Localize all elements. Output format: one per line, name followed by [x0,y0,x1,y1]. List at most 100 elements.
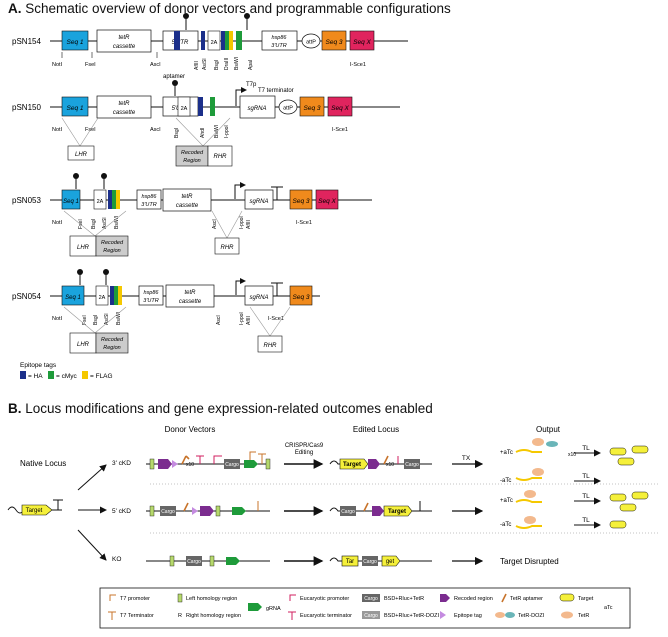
legend-tetrdozi: TetR-DOZI [518,613,545,619]
legend-aptamer: TetR aptamer [510,596,543,602]
native-target: Target [26,508,43,514]
row-3ckd: 3' cKD [112,460,131,467]
panel-b-title: Locus modifications and gene expression-… [25,401,433,416]
legend-eup: Eucaryotic promoter [300,596,349,602]
utr5-label: 5'UTR [172,40,189,46]
twoA-label: 2A [211,40,218,46]
seqx-label: Seq X [331,105,349,112]
cassette-text: cassette [113,44,136,50]
utr3-label: 3'UTR [143,298,158,304]
site-bsgi: BsgI [93,315,99,325]
vector-name: pSN154 [12,37,41,46]
site-asci: AscI [216,315,222,325]
panel-b-diagram: Donor Vectors Edited Locus Output Native… [7,425,660,629]
edited-ko: Tar Cargo get [329,555,432,567]
attp-label: attP [283,106,293,112]
site-bsgi: BsgI [91,219,97,229]
vector-psn053: pSN053 Seq 1 2A hsp86 3'UTR tetR cassett… [12,173,372,257]
site-bsgi: BsgI [214,60,220,70]
rhr-label: RHR [214,154,228,160]
legend-cargo2: BSD+Rluc+TetR-DOZI [384,613,439,619]
tl-label: TL [582,493,590,500]
hsp86-label: hsp86 [142,194,158,200]
site-baswi: BsiWI [116,312,122,325]
lhr-label: LHR [77,245,90,251]
site-isce1: I-Sce1 [350,62,366,68]
region-label: Region [103,345,120,351]
seq1-label: Seq 1 [67,39,84,46]
edited-target: Target [343,462,361,468]
site-baswi: BsiWI [114,216,120,229]
site-fsei: FseI [85,62,96,68]
seq3-label: Seq 3 [293,198,310,205]
vector-psn154: pSN154 Seq 1 tetR cassette 5'UTR 2A hsp8… [12,13,408,70]
site-aflii: AfIII [246,220,252,229]
seqx-label: Seq X [318,198,336,205]
hsp86-label: hsp86 [272,35,288,41]
sgrna-label: sgRNA [247,106,266,112]
site-asci: AscI [150,62,161,68]
site-noti: NotI [52,62,63,68]
cassette-text: cassette [179,299,202,305]
x10-label: x10 [186,462,194,468]
legend-target: Target [578,596,594,602]
utr3-label: 3'UTR [141,202,156,208]
x10-label: x10 [386,462,394,468]
sgrna-label: sgRNA [249,295,268,301]
twoA-label: 2A [99,295,106,301]
edited-3ckd: Target x10 Cargo [329,455,432,470]
crispr-label: CRISPR/Cas9 [285,443,324,449]
cargo-label: Cargo [187,559,201,565]
row-ko: KO [112,556,121,563]
legend-eut: Eucaryotic terminator [300,613,352,619]
legend-t7p: T7 promoter [120,596,150,602]
cassette-text: tetR [118,101,130,107]
legend-cargo-word: Cargo [364,613,378,619]
vector-name: pSN150 [12,103,41,112]
cassette-text: cassette [176,203,199,209]
twoA-label: 2A [97,199,104,205]
site-aflii: AfIII [246,316,252,325]
site-noti: NotI [52,127,63,133]
epitope-flag: = FLAG [90,373,113,380]
ko-tar: Tar [346,559,354,565]
vector-psn054: pSN054 Seq 1 2A hsp86 3'UTR tetR cassett… [12,269,320,354]
site-isce1: I-Sce1 [268,316,284,322]
site-ippoi: I-ppoI [239,312,245,325]
site-draiii: DraIII [224,58,230,70]
site-apai: ApaI [248,60,254,70]
tl-label: TL [582,445,590,452]
lhr-label: LHR [77,342,90,348]
site-afiii: AfIII [194,61,200,70]
legend-recoded: Recoded region [454,596,493,602]
site-baswi: BsiWI [234,57,240,70]
legend-lhr: Left homology region [186,596,237,602]
editing-label: Editing [295,450,313,456]
panel-a-title: Schematic overview of donor vectors and … [25,1,451,16]
seq3-label: Seq 3 [326,39,343,46]
site-fsei: FseI [82,315,88,325]
x10-label: x10 [568,452,576,458]
panel-b-heading: B. Locus modifications and gene expressi… [8,401,433,416]
cargo-label: Cargo [363,559,377,565]
site-asci: AscI [212,219,218,229]
panel-a-letter: A. [8,1,22,16]
panel-b-letter: B. [8,401,22,416]
site-asci: AscI [150,127,161,133]
minus-atc: -aTc [500,522,511,528]
rhr-label: RHR [264,343,278,349]
site-asisi: AsiSI [104,313,110,325]
cassette-text: cassette [113,110,136,116]
vector-name: pSN053 [12,196,41,205]
cargo-label: Cargo [225,462,239,468]
site-isce1: I-Sce1 [332,127,348,133]
legend-tetr: TetR [578,613,589,619]
site-noti: NotI [52,220,63,226]
seq3-label: Seq 3 [293,294,310,301]
legend-atc: aTc [604,605,613,611]
region-label: Region [183,158,200,164]
recoded-label: Recoded [181,150,204,156]
tx-label: TX [462,455,471,462]
aptamer-label: aptamer [163,74,185,80]
edited-target: Target [388,509,406,515]
